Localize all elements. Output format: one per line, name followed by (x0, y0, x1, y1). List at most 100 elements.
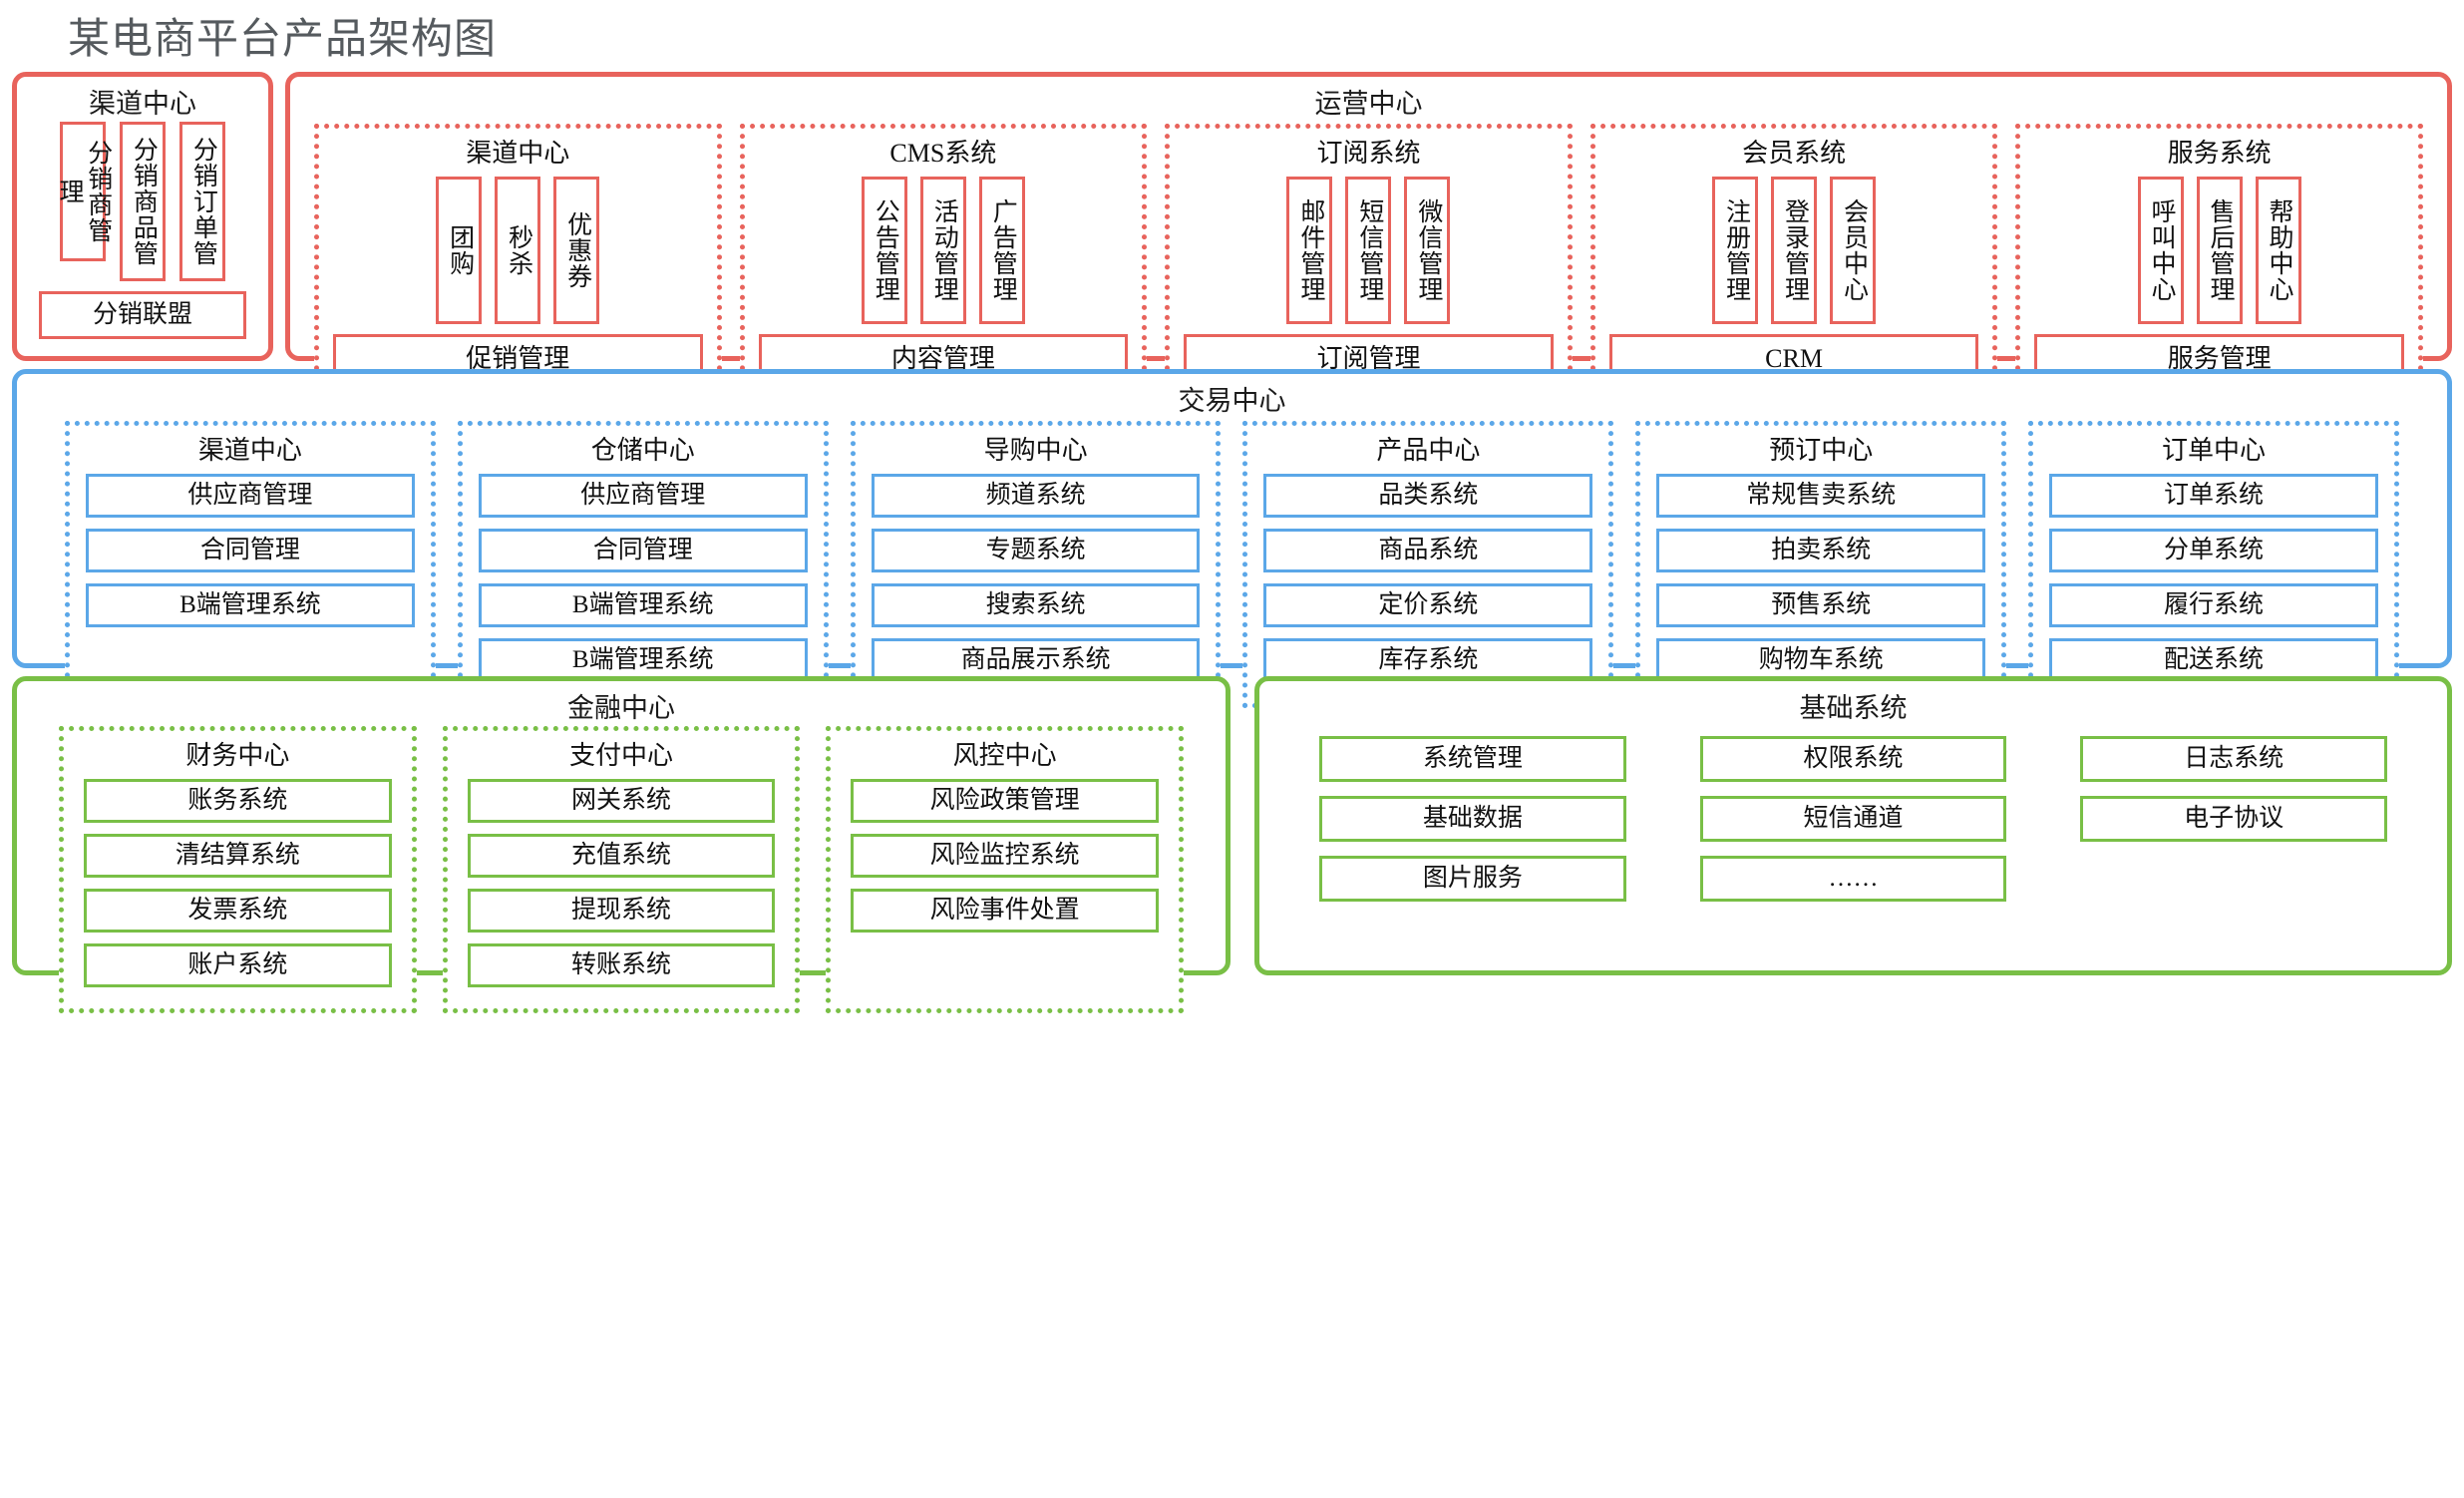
box-activity-management[interactable]: 活动管理 (919, 177, 966, 324)
group-title: 会员系统 (1742, 139, 1847, 168)
box-distributor-order-management[interactable]: 分销订单管 (179, 122, 225, 281)
group-title: CMS系统 (889, 139, 997, 168)
group-vertical-row: 注册管理 登录管理 会员中心 (1595, 177, 1993, 324)
box-b-side-management-system[interactable]: B端管理系统 (86, 583, 415, 627)
box-fulfillment-system[interactable]: 履行系统 (2049, 583, 2378, 627)
group-service-system[interactable]: 服务系统 呼叫中心 售后管理 帮助中心 服务管理 (2015, 124, 2423, 401)
group-payment-center[interactable]: 支付中心 网关系统 充值系统 提现系统 转账系统 (442, 726, 801, 1013)
box-after-sales-management[interactable]: 售后管理 (2196, 177, 2243, 324)
group-warehouse-center[interactable]: 仓储中心 供应商管理 合同管理 B端管理系统 B端管理系统 (457, 421, 829, 708)
group-member-system[interactable]: 会员系统 注册管理 登录管理 会员中心 CRM (1589, 124, 1998, 401)
group-title: 支付中心 (569, 741, 674, 770)
box-commodity-system[interactable]: 商品系统 (1263, 529, 1593, 572)
box-order-system[interactable]: 订单系统 (2049, 474, 2378, 518)
box-pricing-system[interactable]: 定价系统 (1263, 583, 1593, 627)
group-trade-channel-center[interactable]: 渠道中心 供应商管理 合同管理 B端管理系统 (65, 421, 436, 708)
box-invoice-system[interactable]: 发票系统 (84, 889, 392, 933)
finance-groups: 财务中心 账务系统 清结算系统 发票系统 账户系统 支付中心 网关系统 充值系统… (17, 722, 1226, 1027)
row-top: 渠道中心 分销商管理 分销商品管 分销订单管 分销联盟 运营中心 渠道中心 团购… (10, 72, 2454, 401)
box-transfer-system[interactable]: 转账系统 (467, 943, 776, 987)
box-image-service[interactable]: 图片服务 (1319, 856, 1626, 902)
box-system-management[interactable]: 系统管理 (1319, 736, 1626, 782)
group-vertical-row: 团购 秒杀 优惠券 (319, 177, 717, 324)
group-title: 财务中心 (185, 741, 290, 770)
group-title: 服务系统 (2167, 139, 2272, 168)
box-split-order-system[interactable]: 分单系统 (2049, 529, 2378, 572)
box-call-center[interactable]: 呼叫中心 (2137, 177, 2184, 324)
box-ad-management[interactable]: 广告管理 (978, 177, 1025, 324)
group-booking-center[interactable]: 预订中心 常规售卖系统 拍卖系统 预售系统 购物车系统 (1635, 421, 2007, 708)
group-order-center[interactable]: 订单中心 订单系统 分单系统 履行系统 配送系统 (2028, 421, 2399, 708)
box-contract-management[interactable]: 合同管理 (86, 529, 415, 572)
box-wechat-management[interactable]: 微信管理 (1404, 177, 1451, 324)
box-risk-event-handling[interactable]: 风险事件处置 (851, 889, 1160, 933)
box-sms-channel[interactable]: 短信通道 (1699, 796, 2007, 842)
box-flash-sale[interactable]: 秒杀 (495, 177, 541, 324)
box-distributor-management[interactable]: 分销商管理 (56, 122, 112, 261)
box-risk-monitoring-system[interactable]: 风险监控系统 (851, 834, 1160, 878)
box-more-ellipsis[interactable]: …… (1699, 856, 2007, 902)
group-cms-system[interactable]: CMS系统 公告管理 活动管理 广告管理 内容管理 (739, 124, 1148, 401)
box-distribution-alliance[interactable]: 分销联盟 (39, 291, 246, 339)
box-email-management[interactable]: 邮件管理 (1286, 177, 1333, 324)
box-gateway-system[interactable]: 网关系统 (467, 779, 776, 823)
box-electronic-agreement[interactable]: 电子协议 (2080, 796, 2387, 842)
box-topic-system[interactable]: 专题系统 (871, 529, 1201, 572)
group-vertical-row: 呼叫中心 售后管理 帮助中心 (2020, 177, 2418, 324)
zone-trade-center-title: 交易中心 (1178, 386, 1286, 416)
box-accounting-system[interactable]: 账务系统 (84, 779, 392, 823)
group-subscription-system[interactable]: 订阅系统 邮件管理 短信管理 微信管理 订阅管理 (1165, 124, 1573, 401)
box-announcement-management[interactable]: 公告管理 (861, 177, 907, 324)
box-b-side-management-system[interactable]: B端管理系统 (478, 583, 808, 627)
box-supplier-management[interactable]: 供应商管理 (86, 474, 415, 518)
box-category-system[interactable]: 品类系统 (1263, 474, 1593, 518)
box-product-display-system[interactable]: 商品展示系统 (871, 638, 1201, 682)
group-vertical-row: 公告管理 活动管理 广告管理 (745, 177, 1143, 324)
box-login-management[interactable]: 登录管理 (1771, 177, 1818, 324)
zone-channel-center[interactable]: 渠道中心 分销商管理 分销商品管 分销订单管 分销联盟 (12, 72, 273, 361)
box-channel-system[interactable]: 频道系统 (871, 474, 1201, 518)
box-settlement-system[interactable]: 清结算系统 (84, 834, 392, 878)
box-contract-management[interactable]: 合同管理 (478, 529, 808, 572)
box-auction-system[interactable]: 拍卖系统 (1656, 529, 1986, 572)
basic-system-grid: 系统管理 权限系统 日志系统 基础数据 短信通道 电子协议 图片服务 …… (1259, 722, 2447, 902)
box-permission-system[interactable]: 权限系统 (1699, 736, 2007, 782)
box-withdrawal-system[interactable]: 提现系统 (467, 889, 776, 933)
box-basic-data[interactable]: 基础数据 (1319, 796, 1626, 842)
group-title: 风控中心 (952, 741, 1057, 770)
group-title: 导购中心 (983, 436, 1088, 465)
box-search-system[interactable]: 搜索系统 (871, 583, 1201, 627)
box-account-system[interactable]: 账户系统 (84, 943, 392, 987)
row-trade: 交易中心 渠道中心 供应商管理 合同管理 B端管理系统 仓储中心 供应商管理 合… (10, 361, 2454, 708)
box-supplier-management[interactable]: 供应商管理 (478, 474, 808, 518)
box-help-center[interactable]: 帮助中心 (2255, 177, 2301, 324)
group-product-center[interactable]: 产品中心 品类系统 商品系统 定价系统 库存系统 (1242, 421, 1614, 708)
group-risk-control-center[interactable]: 风控中心 风险政策管理 风险监控系统 风险事件处置 (826, 726, 1185, 1013)
zone-trade-center[interactable]: 交易中心 渠道中心 供应商管理 合同管理 B端管理系统 仓储中心 供应商管理 合… (12, 369, 2452, 708)
box-risk-policy-management[interactable]: 风险政策管理 (851, 779, 1160, 823)
group-ops-channel-center[interactable]: 渠道中心 团购 秒杀 优惠券 促销管理 (314, 124, 722, 401)
box-inventory-system[interactable]: 库存系统 (1263, 638, 1593, 682)
group-title: 仓储中心 (590, 436, 695, 465)
group-guide-center[interactable]: 导购中心 频道系统 专题系统 搜索系统 商品展示系统 (850, 421, 1222, 708)
box-presale-system[interactable]: 预售系统 (1656, 583, 1986, 627)
zone-channel-center-title: 渠道中心 (89, 89, 196, 119)
box-sms-management[interactable]: 短信管理 (1345, 177, 1392, 324)
box-group-buy[interactable]: 团购 (436, 177, 483, 324)
channel-bottom-row: 分销联盟 (17, 281, 268, 339)
group-vertical-row: 邮件管理 短信管理 微信管理 (1170, 177, 1568, 324)
box-coupon[interactable]: 优惠券 (553, 177, 600, 324)
group-title: 渠道中心 (197, 436, 302, 465)
group-accounting-center[interactable]: 财务中心 账务系统 清结算系统 发票系统 账户系统 (59, 726, 417, 1013)
box-distributor-product-management[interactable]: 分销商品管 (120, 122, 166, 281)
group-title: 订单中心 (2162, 436, 2267, 465)
box-member-center[interactable]: 会员中心 (1830, 177, 1877, 324)
box-regular-sales-system[interactable]: 常规售卖系统 (1656, 474, 1986, 518)
box-log-system[interactable]: 日志系统 (2080, 736, 2387, 782)
zone-operations-center[interactable]: 运营中心 渠道中心 团购 秒杀 优惠券 促销管理 CMS系统 (285, 72, 2452, 401)
box-registration-management[interactable]: 注册管理 (1712, 177, 1759, 324)
zone-finance-center[interactable]: 金融中心 财务中心 账务系统 清结算系统 发票系统 账户系统 支付中心 网关系统… (12, 676, 1231, 1013)
box-recharge-system[interactable]: 充值系统 (467, 834, 776, 878)
zone-basic-system[interactable]: 基础系统 系统管理 权限系统 日志系统 基础数据 短信通道 电子协议 图片服务 … (1254, 676, 2452, 975)
